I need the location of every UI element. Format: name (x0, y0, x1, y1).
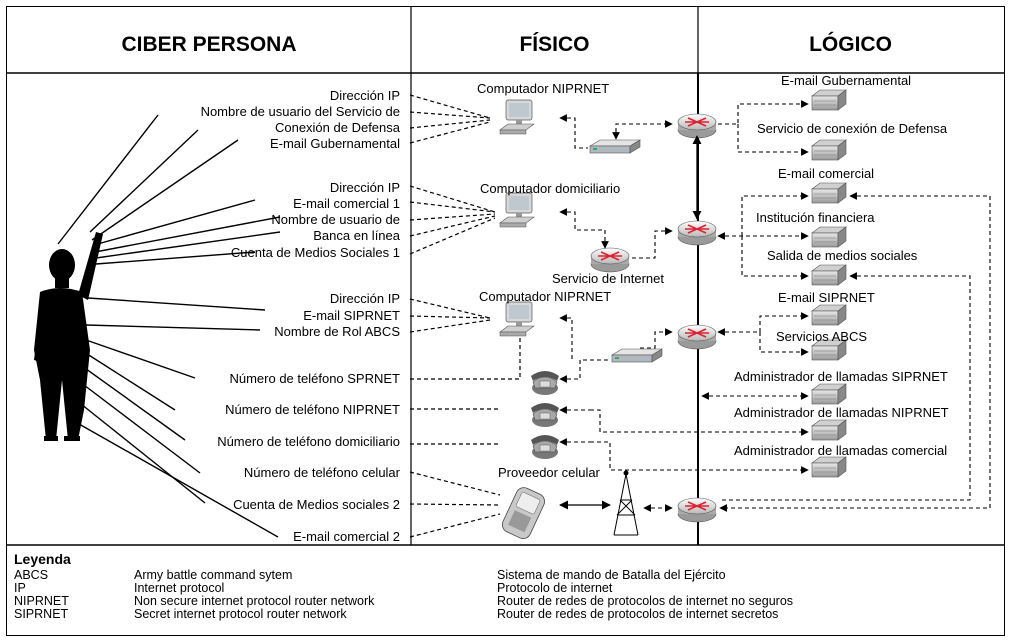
router-3-icon (677, 324, 717, 350)
label-ip-3: Dirección IP (329, 291, 400, 306)
server-email-com-icon (811, 182, 847, 204)
label-social-2: Cuenta de Medios sociales 2 (233, 497, 400, 512)
label-logico-email-gov: E-mail Gubernamental (781, 73, 912, 88)
label-email-com-2: E-mail comercial 2 (293, 529, 400, 544)
router-1-icon (677, 113, 717, 139)
legend-es: Protocolo de internet (497, 581, 613, 595)
diagram-frame (6, 6, 1005, 636)
persona-silhouette (34, 232, 103, 441)
legend-es: Router de redes de protocolos de interne… (497, 607, 779, 621)
router-4-icon (677, 497, 717, 523)
label-logico-social: Salida de medios sociales (767, 248, 918, 263)
solid-links (559, 135, 702, 510)
legend-abbr: NIPRNET (14, 594, 69, 608)
label-logico-abcs: Servicios ABCS (776, 329, 868, 344)
header-logico: LÓGICO (809, 32, 892, 56)
server-bank-icon (811, 226, 847, 248)
header-ciber-persona: CIBER PERSONA (121, 32, 297, 56)
label-logico-call-sipr: Administrador de llamadas SIPRNET (734, 369, 948, 384)
server-call-sipr-icon (811, 383, 847, 405)
header-divider (7, 7, 1005, 546)
legend-en: Army battle command sytem (134, 568, 293, 582)
persona-fisico-links (409, 94, 521, 538)
label-isp: Servicio de Internet (552, 271, 665, 286)
phone-niprnet-icon (530, 402, 560, 428)
logico-links (590, 100, 991, 512)
label-bank-user-2: Banca en línea (313, 228, 400, 243)
legend-es: Router de redes de protocolos de interne… (497, 594, 794, 608)
persona-links (57, 114, 281, 538)
legend-title: Leyenda (14, 551, 71, 567)
server-call-com-icon (811, 456, 847, 478)
label-gov-email: E-mail Gubernamental (269, 136, 400, 151)
label-logico-defense: Servicio de conexión de Defensa (757, 121, 948, 136)
computer-home-icon (499, 192, 535, 228)
cellphone-icon (501, 487, 545, 539)
server-social-icon (811, 264, 847, 286)
label-pc-home: Computador domiciliario (480, 181, 621, 196)
label-pc-nipr-1: Computador NIPRNET (477, 81, 610, 96)
label-email-com-1: E-mail comercial 1 (293, 196, 400, 211)
label-bank-user-1: Nombre de usuario de (271, 212, 400, 227)
router-2-icon (677, 220, 717, 246)
label-ip-2: Dirección IP (329, 180, 400, 195)
label-pc-nipr-2: Computador NIPRNET (479, 289, 612, 304)
label-cell-provider: Proveedor celular (498, 465, 600, 480)
isp-router-icon (590, 247, 630, 273)
computer-niprnet-1-icon (499, 99, 535, 135)
label-logico-email-com: E-mail comercial (778, 166, 875, 181)
cell-tower-icon (613, 470, 639, 536)
server-email-sipr-icon (811, 304, 847, 326)
phone-siprnet-icon (530, 370, 560, 396)
fisico-links (559, 114, 673, 512)
label-email-sipr: E-mail SIPRNET (303, 308, 400, 323)
legend-en: Secret internet protocol router network (134, 607, 347, 621)
label-phone-cell: Número de teléfono celular (243, 465, 400, 480)
label-logico-call-com: Administrador de llamadas comercial (734, 443, 948, 458)
legend-abbr: SIPRNET (14, 607, 69, 621)
legend-abbr: IP (14, 581, 26, 595)
legend-abbr: ABCS (14, 568, 49, 582)
label-defense-user-2: Conexión de Defensa (274, 120, 400, 135)
header-fisico: FÍSICO (519, 32, 590, 56)
label-defense-user-1: Nombre de usuario del Servicio de (200, 104, 400, 119)
legend-es: Sistema de mando de Batalla del Ejército (497, 568, 726, 582)
server-call-nipr-icon (811, 419, 847, 441)
server-email-gov-icon (811, 89, 847, 111)
legend-en: Internet protocol (134, 581, 225, 595)
label-logico-bank: Institución financiera (756, 210, 875, 225)
phone-home-icon (530, 434, 560, 460)
legend-en: Non secure internet protocol router netw… (134, 594, 375, 608)
server-defense-icon (811, 139, 847, 161)
label-phone-nipr: Número de teléfono NIPRNET (225, 402, 400, 417)
label-logico-call-nipr: Administrador de llamadas NIPRNET (734, 405, 949, 420)
label-phone-sipr: Número de teléfono SPRNET (229, 371, 400, 386)
switch-2-icon (611, 348, 663, 363)
label-logico-email-sipr: E-mail SIPRNET (778, 290, 875, 305)
label-ip-1: Dirección IP (329, 88, 400, 103)
label-social-1: Cuenta de Medios Sociales 1 (230, 245, 400, 260)
computer-niprnet-2-icon (499, 301, 535, 337)
switch-1-icon (589, 139, 641, 154)
label-phone-home: Número de teléfono domiciliario (217, 434, 400, 449)
label-abcs-role: Nombre de Rol ABCS (274, 324, 400, 339)
